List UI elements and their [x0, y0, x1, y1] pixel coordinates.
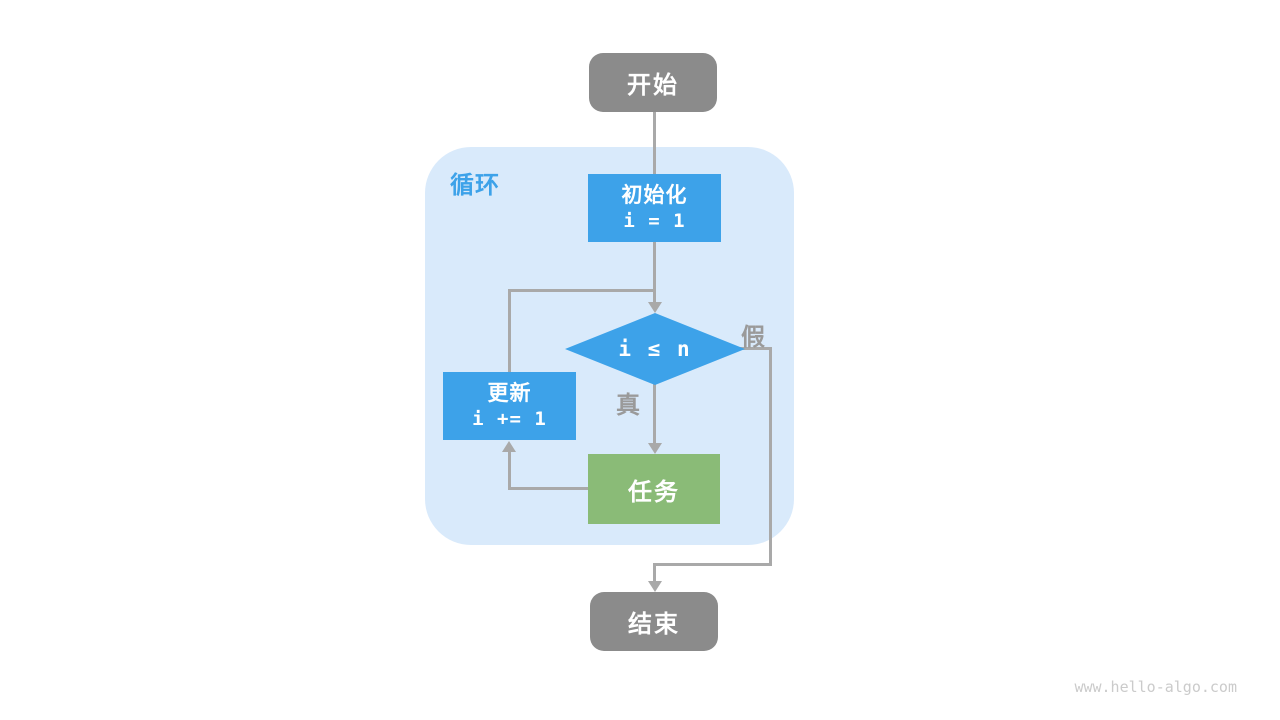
end-node-label: 结束 [628, 611, 680, 638]
init-node-title: 初始化 [621, 183, 688, 207]
arrowhead-into-update [502, 441, 516, 452]
task-node: 任务 [588, 454, 720, 524]
edge-init-to-condition [653, 242, 656, 302]
false-branch-label: 假 [741, 324, 765, 351]
init-node: 初始化 i = 1 [588, 174, 721, 242]
arrowhead-into-condition [648, 302, 662, 313]
watermark-text: www.hello-algo.com [1074, 678, 1237, 696]
loop-container-label: 循环 [450, 172, 500, 199]
edge-false-branch-top [740, 347, 772, 350]
edge-start-to-init [653, 112, 656, 175]
edge-update-loop-horizontal [508, 289, 656, 292]
edge-task-to-update-vertical [508, 452, 511, 490]
edge-update-loop-vertical [508, 289, 511, 372]
edge-into-end [653, 563, 656, 581]
edge-task-to-update-horizontal [508, 487, 590, 490]
task-node-label: 任务 [628, 478, 680, 506]
edge-false-branch-bottom [653, 563, 772, 566]
update-node-title: 更新 [487, 381, 532, 405]
start-node-label: 开始 [627, 72, 679, 99]
condition-node-code: i ≤ n [618, 337, 692, 361]
arrowhead-into-task [648, 443, 662, 454]
update-node-code: i += 1 [472, 407, 547, 430]
arrowhead-into-end [648, 581, 662, 592]
true-branch-label: 真 [616, 392, 640, 419]
init-node-code: i = 1 [623, 209, 686, 232]
start-node: 开始 [589, 53, 717, 112]
edge-false-branch-right [769, 347, 772, 566]
update-node: 更新 i += 1 [443, 372, 576, 440]
end-node: 结束 [590, 592, 718, 651]
edge-condition-to-task [653, 383, 656, 443]
